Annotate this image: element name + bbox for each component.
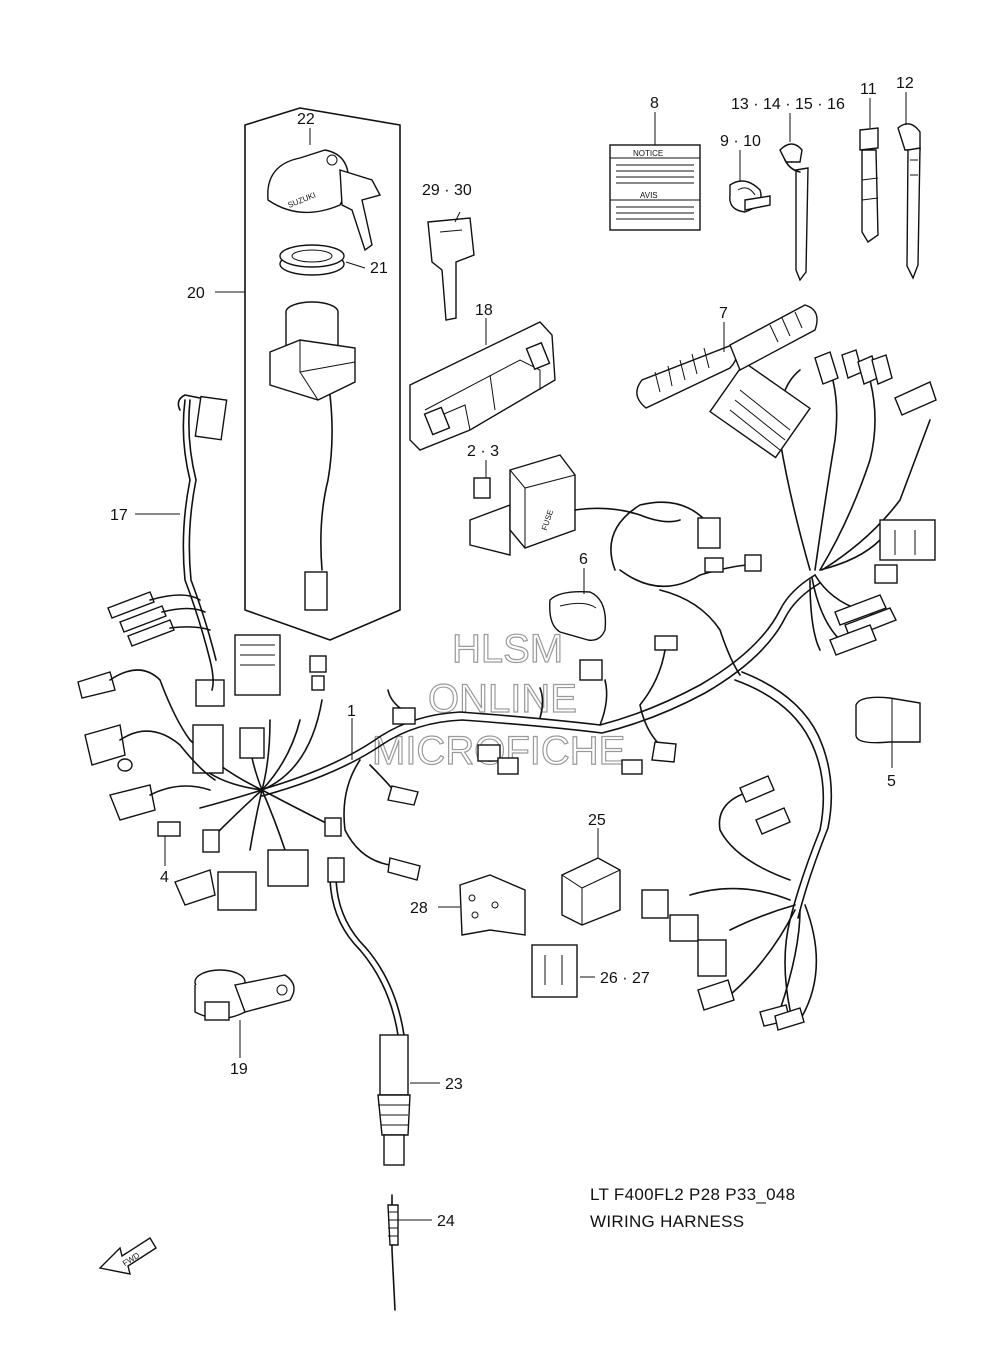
callout-8: 8 <box>650 95 659 112</box>
callout-26-27: 26 · 27 <box>600 970 650 987</box>
fuse-box-part-2-3: FUSE <box>469 454 681 556</box>
callout-1: 1 <box>347 703 356 720</box>
ignition-key-part-22: SUZUKI <box>267 149 382 252</box>
callout-18: 18 <box>475 302 493 319</box>
relay-part-25 <box>561 857 621 926</box>
coupler-part-26-27 <box>531 944 578 998</box>
callout-29-30: 29 · 30 <box>422 182 472 199</box>
callout-7: 7 <box>719 305 728 322</box>
callout-24: 24 <box>437 1213 455 1230</box>
callout-4: 4 <box>160 869 169 886</box>
callout-17: 17 <box>110 507 128 524</box>
callout-19: 19 <box>230 1061 248 1078</box>
callout-21: 21 <box>370 260 388 277</box>
callout-6: 6 <box>579 551 588 568</box>
clamp-part-9-10 <box>729 180 771 213</box>
callout-12: 12 <box>896 75 914 92</box>
callout-5: 5 <box>887 773 896 790</box>
sub-harness-part-17 <box>177 394 228 691</box>
forward-arrow-icon: FWD <box>98 1237 157 1275</box>
leader-lines <box>135 92 907 1221</box>
cap-part-5 <box>855 696 921 744</box>
watermark: HLSM ONLINE MICROFICHE <box>371 626 626 773</box>
callout-22: 22 <box>297 111 315 128</box>
callout-20: 20 <box>187 285 205 302</box>
caption-title: WIRING HARNESS <box>590 1212 744 1231</box>
caption-model-code: LT F400FL2 P28 P33_048 <box>590 1185 795 1204</box>
switch-nut-part-21 <box>279 244 345 276</box>
ignition-switch-group: SUZUKI <box>244 107 401 641</box>
switch-part-19 <box>194 969 295 1021</box>
bracket-part-18 <box>409 321 556 451</box>
callout-23: 23 <box>445 1076 463 1093</box>
callout-labels: 22 21 20 29 · 30 18 2 · 3 8 9 · 10 13 · … <box>110 75 914 1230</box>
cap-part-6 <box>549 590 607 641</box>
sensor-part-23 <box>327 857 411 1166</box>
callout-13-16: 13 · 14 · 15 · 16 <box>731 96 845 113</box>
main-harness-part-1 <box>77 349 937 1031</box>
watermark-line-2: ONLINE <box>428 677 577 721</box>
protector-part-7 <box>636 304 818 409</box>
callout-9-10: 9 · 10 <box>720 133 761 150</box>
tie-parts-11-to-16 <box>779 123 921 282</box>
key-part-29-30 <box>427 217 475 321</box>
avis-text: AVIS <box>640 191 658 200</box>
notice-label-part-8: NOTICE AVIS <box>609 144 701 231</box>
bracket-part-28 <box>459 874 526 936</box>
watermark-line-1: HLSM <box>452 627 563 671</box>
callout-25: 25 <box>588 812 606 829</box>
callout-28: 28 <box>410 900 428 917</box>
notice-text: NOTICE <box>633 149 663 158</box>
callout-11: 11 <box>860 81 877 98</box>
pin-part-24 <box>387 1194 399 1311</box>
ignition-switch-body <box>269 301 356 611</box>
diagram-caption: LT F400FL2 P28 P33_048 WIRING HARNESS <box>590 1185 795 1231</box>
callout-2-3: 2 · 3 <box>467 443 499 460</box>
